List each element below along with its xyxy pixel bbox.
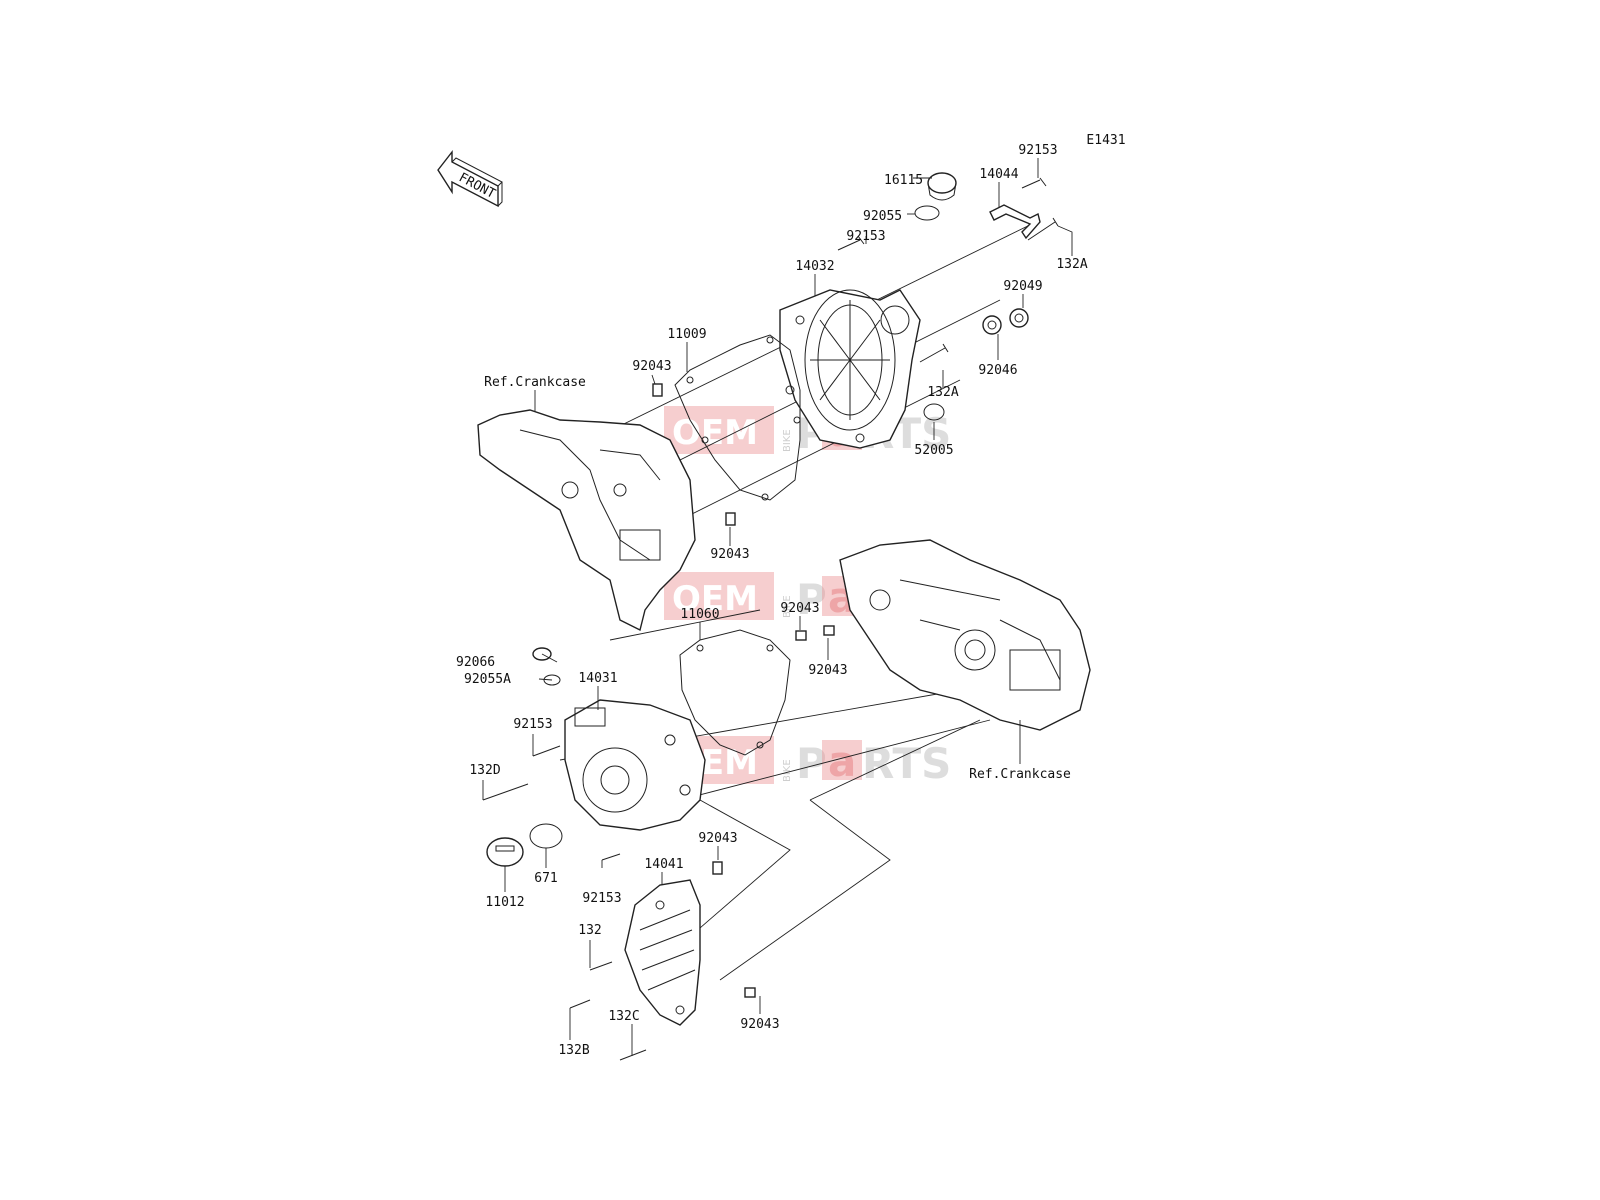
callout-132: 132 bbox=[578, 923, 601, 938]
callout-92043-f: 92043 bbox=[740, 1017, 779, 1032]
callout-132c: 132C bbox=[608, 1009, 639, 1024]
bolt-92153-d bbox=[601, 853, 621, 861]
watermark-bike: BIKE bbox=[782, 429, 793, 452]
cap-11012 bbox=[486, 837, 524, 867]
callout-92055a: 92055A bbox=[464, 672, 511, 687]
dowel-pin-92043-e bbox=[712, 861, 723, 875]
callout-132d: 132D bbox=[469, 763, 500, 778]
callout-671: 671 bbox=[534, 871, 557, 886]
callout-14032: 14032 bbox=[795, 259, 834, 274]
bolt-92153-c bbox=[532, 745, 561, 757]
o-ring-671 bbox=[529, 823, 563, 849]
seal-52005 bbox=[923, 403, 945, 421]
callout-132a-mid: 132A bbox=[927, 385, 958, 400]
crankcase-upper bbox=[477, 409, 696, 632]
bolt-132c bbox=[619, 1049, 647, 1061]
seal-92046 bbox=[982, 315, 1002, 335]
callout-92043-e: 92043 bbox=[698, 831, 737, 846]
callout-92046: 92046 bbox=[978, 363, 1017, 378]
oil-cap-16115 bbox=[927, 172, 957, 194]
callout-labels: 92153 16115 14044 92055 92153 132A 14032… bbox=[456, 143, 1088, 1058]
clutch-cover-14032 bbox=[779, 289, 921, 449]
ref-crankcase-top: Ref.Crankcase bbox=[484, 375, 586, 390]
sprocket-cover-14041 bbox=[624, 879, 701, 1026]
callout-14031: 14031 bbox=[578, 671, 617, 686]
crankcase-lower bbox=[839, 539, 1091, 731]
callout-14041: 14041 bbox=[644, 857, 683, 872]
callout-132b: 132B bbox=[558, 1043, 589, 1058]
callout-92153-d: 92153 bbox=[582, 891, 621, 906]
leader-lines bbox=[482, 158, 1073, 1056]
watermark-bike-3: BIKE bbox=[782, 759, 793, 782]
diagram-code: E1431 bbox=[1086, 133, 1125, 148]
watermark-p-2: P bbox=[796, 575, 827, 624]
callout-92049: 92049 bbox=[1003, 279, 1042, 294]
callout-92043-a: 92043 bbox=[632, 359, 671, 374]
watermark-bike-2: BIKE bbox=[782, 595, 793, 618]
front-arrow-icon: FRONT bbox=[437, 149, 503, 208]
callout-11012: 11012 bbox=[485, 895, 524, 910]
bolt-132b bbox=[569, 999, 591, 1009]
callout-52005: 52005 bbox=[914, 443, 953, 458]
dowel-pin-92043-b bbox=[725, 512, 736, 526]
ref-crankcase-bottom: Ref.Crankcase bbox=[969, 767, 1071, 782]
callout-92043-b: 92043 bbox=[710, 547, 749, 562]
bolt-132d bbox=[482, 783, 529, 801]
callout-92153-b: 92153 bbox=[846, 229, 885, 244]
dowel-pin-92043-d bbox=[823, 625, 835, 636]
seal-92049 bbox=[1009, 308, 1029, 328]
dowel-pin-92043-c bbox=[795, 630, 807, 641]
bolt-92153 bbox=[1021, 177, 1047, 189]
dowel-pin-92043-a bbox=[652, 383, 663, 397]
o-ring-92055 bbox=[914, 205, 940, 221]
o-ring-92055a bbox=[543, 674, 561, 686]
callout-92066: 92066 bbox=[456, 655, 495, 670]
callout-92153-c: 92153 bbox=[513, 717, 552, 732]
small-parts bbox=[482, 172, 1059, 1061]
bolt-132a bbox=[1027, 217, 1059, 241]
gasket-11060 bbox=[679, 629, 791, 756]
bolt-132a-mid bbox=[919, 343, 949, 363]
callout-92153-top: 92153 bbox=[1018, 143, 1057, 158]
watermark-oem: OEM bbox=[672, 413, 758, 453]
callout-92043-d: 92043 bbox=[808, 663, 847, 678]
generator-cover-14031 bbox=[564, 699, 706, 831]
dowel-pin-92043-f bbox=[744, 987, 756, 998]
callout-16115: 16115 bbox=[884, 173, 923, 188]
callout-14044: 14044 bbox=[979, 167, 1018, 182]
watermark-oem-2: OEM bbox=[672, 579, 758, 619]
callout-92043-c: 92043 bbox=[780, 601, 819, 616]
gasket-11009 bbox=[674, 334, 801, 501]
callout-11060: 11060 bbox=[680, 607, 719, 622]
bracket-14044 bbox=[989, 204, 1041, 240]
bolt-132 bbox=[589, 961, 613, 971]
watermark-rts-3: RTS bbox=[862, 739, 951, 788]
callout-11009: 11009 bbox=[667, 327, 706, 342]
watermark-a-3: a bbox=[828, 737, 856, 786]
callout-92055: 92055 bbox=[863, 209, 902, 224]
callout-132a-top: 132A bbox=[1056, 257, 1087, 272]
bolt-92153-b bbox=[837, 235, 865, 251]
